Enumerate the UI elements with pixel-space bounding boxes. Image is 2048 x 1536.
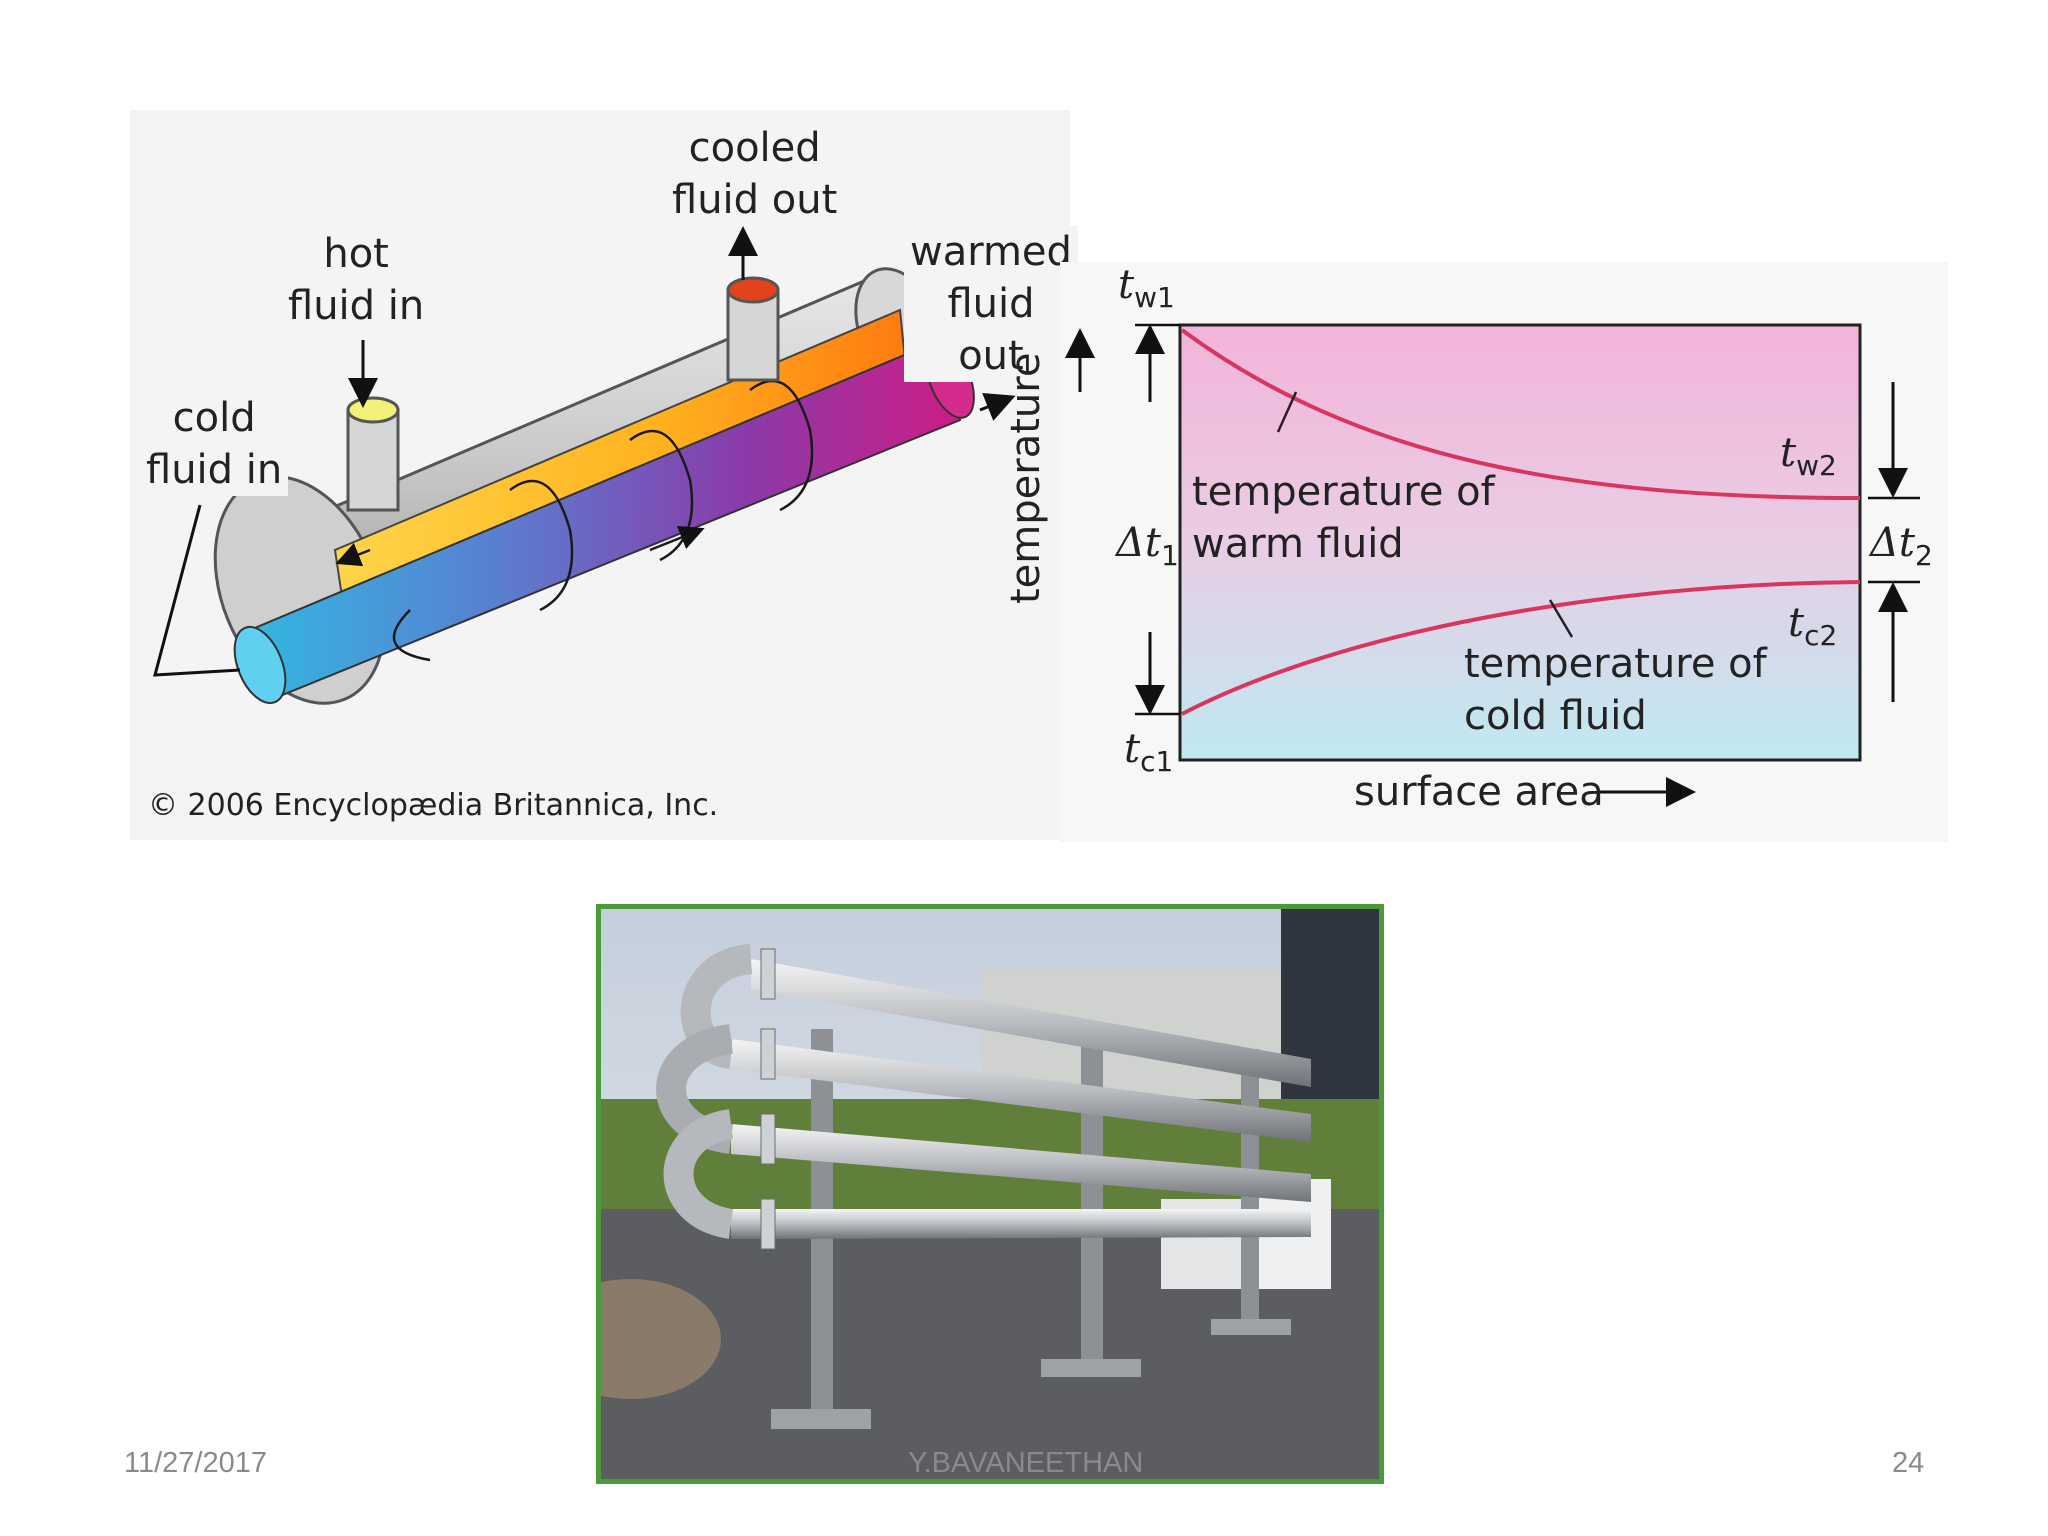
label-warmed-fluid-out: warmed fluid out [904, 226, 1078, 382]
warm-fluid-curve [1180, 328, 1861, 500]
hairpin-exchanger-photo [596, 904, 1384, 1484]
label-hot-fluid-in: hot fluid in [282, 228, 431, 332]
label-cooled-fluid-out: cooled fluid out [666, 122, 844, 226]
symbol-delta-t2: Δt2 [1870, 520, 1933, 572]
y-axis-label: temperature [1003, 352, 1049, 604]
exchanger-cutaway-illustration [153, 226, 1016, 705]
symbol-tw2: tw2 [1780, 430, 1837, 482]
footer-author: Y.BAVANEETHAN [908, 1447, 1144, 1479]
symbol-tc2: tc2 [1788, 600, 1838, 652]
symbol-tw1: tw1 [1118, 262, 1175, 314]
label-cold-fluid-in: cold fluid in [140, 392, 289, 496]
footer-date: 11/27/2017 [124, 1447, 267, 1479]
symbol-delta-t1: Δt1 [1116, 520, 1179, 572]
copyright-notice: © 2006 Encyclopædia Britannica, Inc. [148, 788, 719, 823]
photo-illustration [601, 909, 1379, 1479]
cold-curve-label: temperature of cold fluid [1464, 641, 1767, 739]
cold-fluid-curve [1181, 580, 1861, 716]
symbol-tc1: tc1 [1124, 726, 1174, 778]
temperature-plot [1065, 323, 1920, 807]
footer-page-number: 24 [1892, 1447, 1925, 1479]
x-axis-label: surface area [1354, 769, 1604, 815]
warm-curve-label: temperature of warm fluid [1192, 469, 1495, 567]
